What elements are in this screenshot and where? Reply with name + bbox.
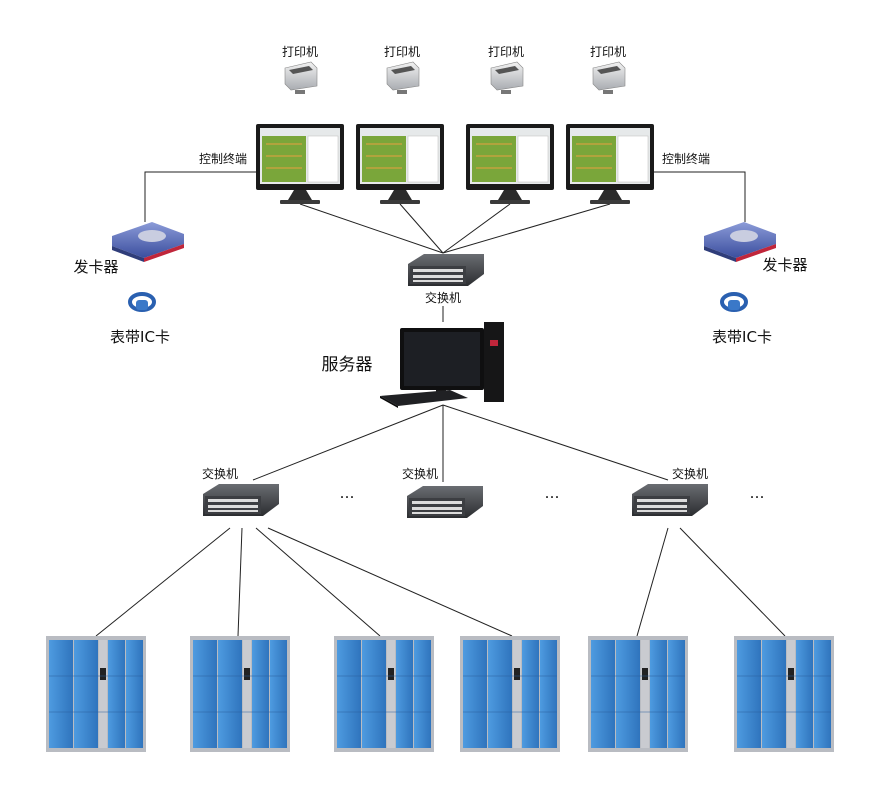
switch-label: 交换机	[202, 466, 238, 481]
printer-label: 打印机	[488, 45, 524, 59]
wristband-label: 表带IC卡	[712, 328, 772, 346]
card-issuer-label: 发卡器	[762, 256, 807, 274]
monitor-icon	[566, 124, 654, 204]
terminal-group: 控制终端 控制终端	[199, 124, 710, 204]
wristband-label: 表带IC卡	[110, 328, 170, 346]
monitor-icon	[356, 124, 444, 204]
server-label: 服务器	[322, 355, 373, 375]
locker-row	[46, 636, 834, 752]
printer-icon	[592, 61, 626, 94]
locker-cabinet	[734, 636, 834, 752]
wristband-icon	[720, 292, 748, 312]
distribution-switches: 交换机 … 交换机 … 交换机 …	[202, 466, 765, 518]
ellipsis: …	[750, 484, 765, 502]
locker-cabinet	[46, 636, 146, 752]
monitor-icon	[466, 124, 554, 204]
locker-cabinet	[460, 636, 560, 752]
printer-icon	[490, 61, 524, 94]
printer-label: 打印机	[384, 45, 420, 59]
printer-icon	[386, 61, 420, 94]
printer-label: 打印机	[590, 45, 626, 59]
printer-icon	[284, 61, 318, 94]
printer-group: 打印机 打印机 打印机 打印机	[282, 45, 626, 94]
wristband-icon	[128, 292, 156, 312]
switch-icon	[408, 254, 484, 286]
card-issuer-right: 发卡器 表带IC卡	[704, 222, 808, 346]
card-issuer-icon	[112, 222, 184, 262]
locker-cabinet	[334, 636, 434, 752]
switch-icon	[407, 486, 483, 518]
card-issuer-left: 发卡器 表带IC卡	[73, 222, 184, 346]
connection-lines	[95, 171, 786, 637]
card-issuer-icon	[704, 222, 776, 262]
core-switch: 交换机	[408, 254, 484, 305]
locker-cabinet	[588, 636, 688, 752]
server: 服务器	[322, 322, 504, 408]
terminal-label-right: 控制终端	[662, 151, 710, 166]
switch-icon	[632, 484, 708, 516]
card-issuer-label: 发卡器	[73, 258, 118, 276]
switch-label: 交换机	[425, 290, 461, 305]
switch-icon	[203, 484, 279, 516]
switch-label: 交换机	[672, 466, 708, 481]
locker-cabinet	[190, 636, 290, 752]
server-computer-icon	[380, 322, 504, 408]
switch-label: 交换机	[402, 466, 438, 481]
monitor-icon	[256, 124, 344, 204]
ellipsis: …	[545, 484, 560, 502]
terminal-label-left: 控制终端	[199, 151, 247, 166]
printer-label: 打印机	[282, 45, 318, 59]
ellipsis: …	[340, 484, 355, 502]
